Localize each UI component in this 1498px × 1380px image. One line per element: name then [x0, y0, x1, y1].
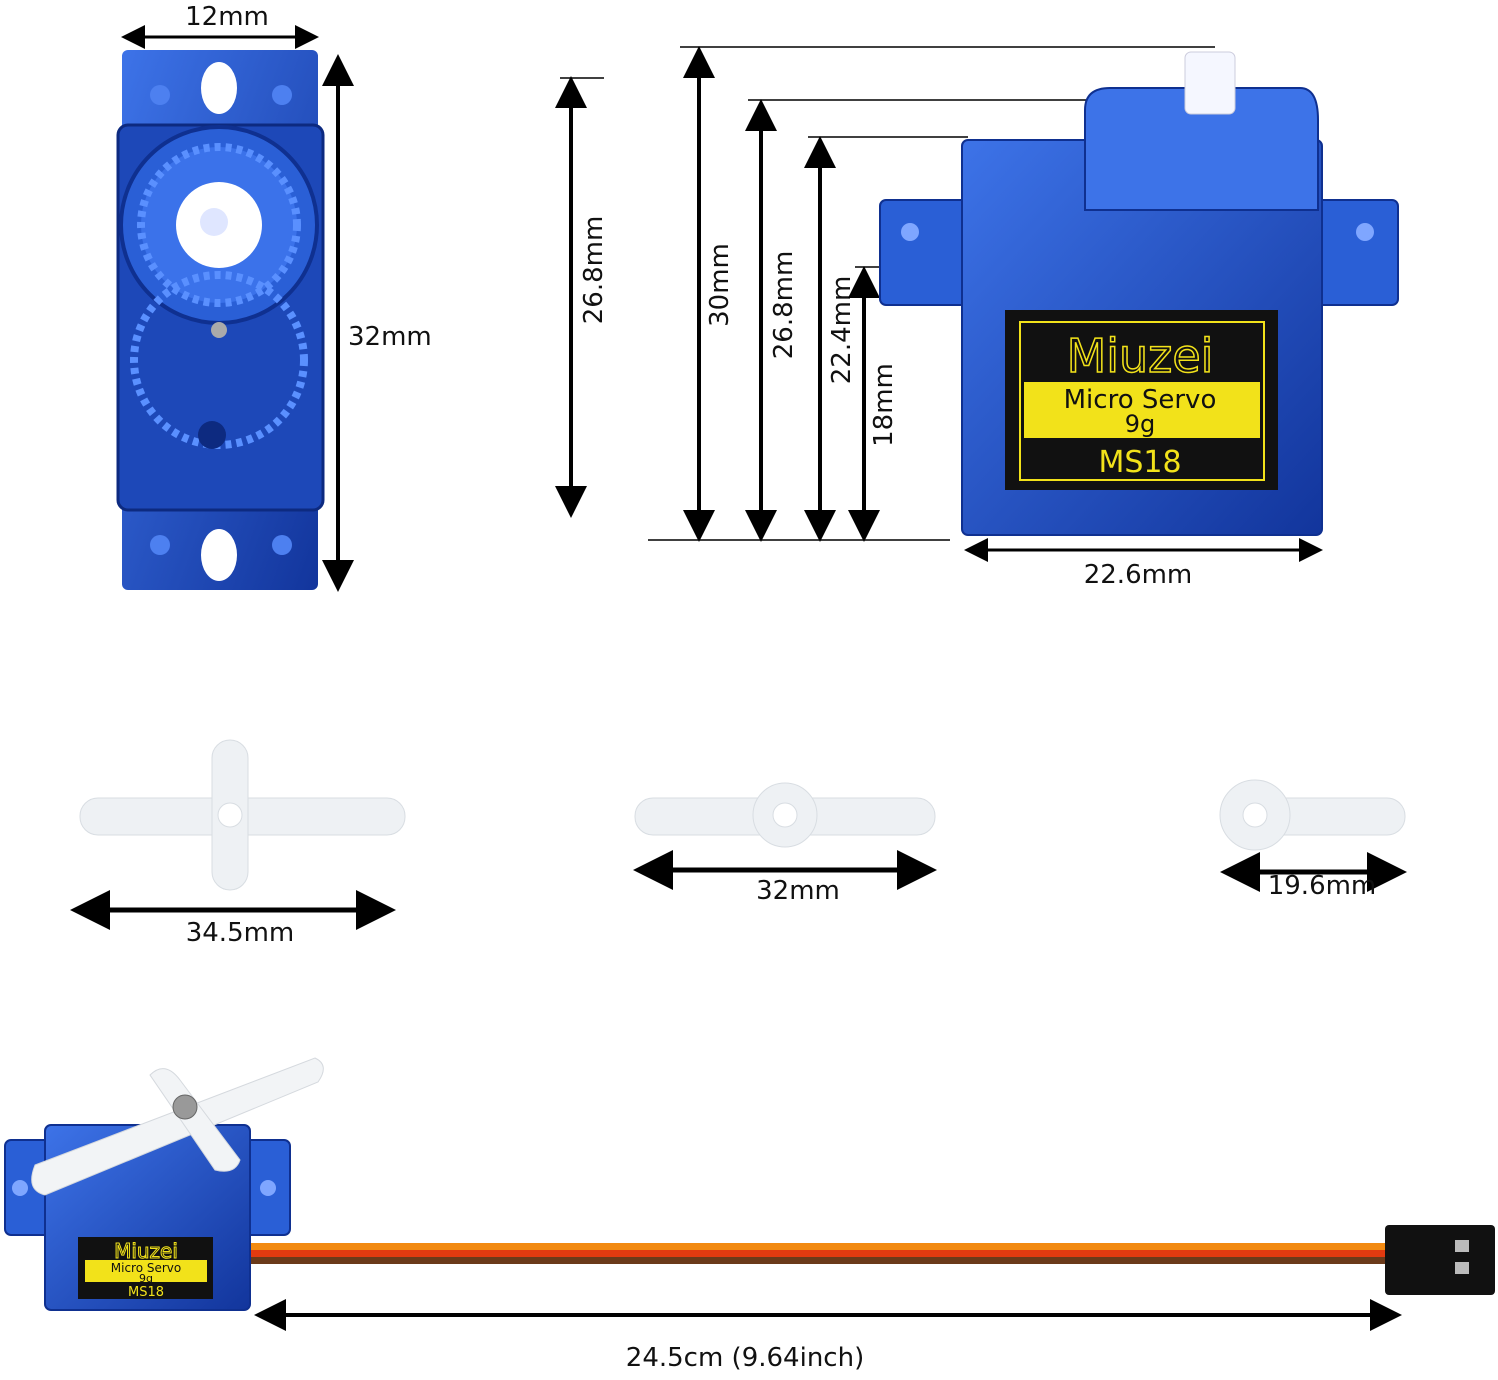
label-product: Micro Servo: [1064, 385, 1217, 415]
dim-top-length: 32mm: [348, 322, 432, 352]
dim-cable-length: 24.5cm (9.64inch): [626, 1343, 864, 1373]
dim-horn-single: 19.6mm: [1268, 871, 1377, 901]
small-label-model: MS18: [128, 1285, 164, 1300]
label-weight: 9g: [1125, 410, 1156, 438]
servo-top-view: [116, 50, 325, 590]
dim-body-width: 22.6mm: [1084, 560, 1193, 590]
dim-height-top: 22.4mm: [827, 276, 857, 385]
dim-height-total: 30mm: [705, 243, 735, 327]
dim-height-ears: 18mm: [869, 363, 899, 447]
dim-height-body: 26.8mm: [579, 216, 609, 325]
horn-single: [1219, 779, 1406, 851]
dim-height-hub: 26.8mm: [769, 251, 799, 360]
small-label-product: Micro Servo: [111, 1261, 182, 1275]
dim-horn-double: 32mm: [756, 876, 840, 906]
dim-top-width: 12mm: [185, 2, 269, 32]
label-brand: Miuzei: [1067, 329, 1214, 383]
small-label-brand: Miuzei: [114, 1239, 178, 1263]
small-label-weight: 9g: [139, 1272, 153, 1285]
horn-cross: [79, 739, 406, 891]
horn-double: [634, 782, 936, 848]
dim-horn-cross: 34.5mm: [186, 918, 295, 948]
label-model: MS18: [1098, 445, 1181, 480]
servo-with-cable: Miuzei Micro Servo 9g MS18: [4, 1057, 1495, 1311]
servo-side-view: Miuzei Micro Servo 9g MS18: [879, 51, 1399, 536]
